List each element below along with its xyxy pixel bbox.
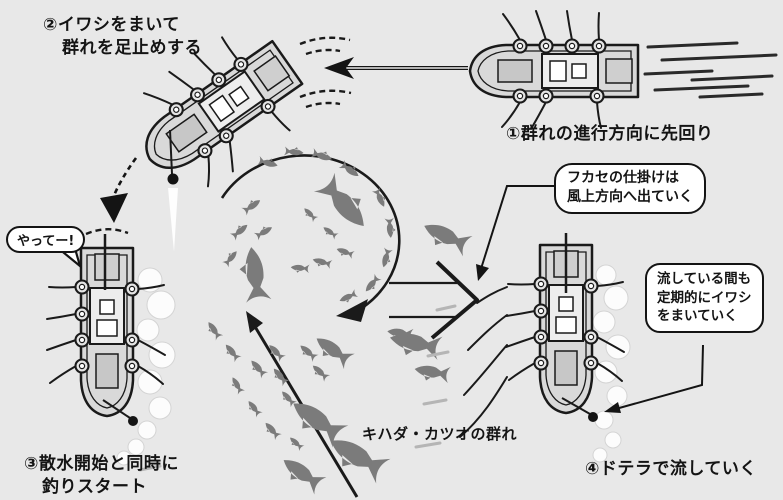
fish-icon [300, 345, 319, 362]
fish-icon [283, 146, 304, 156]
fish-icon [241, 200, 261, 216]
fish-school-layer [208, 146, 473, 495]
fish-icon [231, 377, 245, 395]
fish-icon [290, 264, 310, 274]
fish-icon [257, 155, 278, 167]
fish-icon [293, 403, 349, 448]
boat-ahead-of-school [468, 9, 640, 131]
drift-motion-dashes [85, 36, 352, 236]
water-spray-left-boat [116, 267, 176, 466]
fish-icon [282, 391, 297, 408]
fish-icon [313, 172, 364, 226]
callout-drift-line1: 流している間も [657, 271, 752, 287]
fish-icon [387, 328, 414, 341]
fish-icon [339, 289, 359, 303]
fish-icon [371, 187, 386, 207]
move-arrow-boat2-to-boat3 [100, 157, 138, 223]
fish-icon [424, 224, 473, 257]
fish-icon [312, 365, 331, 382]
fish-icon [222, 251, 237, 268]
step3-label-line2: 釣りスタート [42, 477, 147, 497]
fish-icon [338, 160, 359, 176]
callout-drift-line3: をまいていく [657, 308, 738, 325]
boat-drifting [504, 233, 626, 422]
fish-icon [248, 401, 263, 418]
callout-drift: 流している間も 定期的にイワシ をまいていく [645, 263, 764, 333]
callout-fukase-line2: 風上方向へ出ていく [567, 189, 693, 206]
fish-icon [336, 248, 355, 259]
fish-icon [382, 247, 393, 268]
fish-icon [384, 217, 396, 238]
fish-icon [312, 258, 333, 269]
wind-direction-arrow [389, 260, 479, 340]
step4-label: ④ドテラで流していく [585, 459, 757, 479]
fish-icon [310, 148, 332, 161]
callout-fukase: フカセの仕掛けは 風上方向へ出ていく [554, 163, 706, 214]
fish-icon [229, 224, 248, 241]
fish-icon [330, 440, 391, 484]
fish-icon [239, 247, 272, 303]
callout-drift-line2: 定期的にイワシ [657, 289, 752, 306]
water-spray-right-boat [592, 264, 631, 463]
fish-icon [323, 227, 339, 240]
fish-icon [290, 437, 305, 452]
fish-icon [225, 344, 242, 363]
boat-spray-fishing [45, 234, 167, 426]
step3-label-line1: ③散水開始と同時に [24, 454, 179, 474]
step2-label-line1: ②イワシをまいて [43, 15, 180, 35]
fish-icon [316, 338, 355, 370]
boat-speed-lines [643, 41, 778, 99]
fish-icon [304, 208, 319, 223]
fish-icon [273, 368, 290, 387]
fish-icon [251, 360, 269, 379]
fish-icon [265, 422, 282, 441]
speech-bubble: やってー! [6, 226, 86, 253]
step2-label-line2: 群れを足止めする [62, 38, 202, 58]
fish-icon [208, 322, 224, 341]
move-arrow-boat1-to-boat2 [324, 57, 468, 79]
callout-fukase-line1: フカセの仕掛けは [567, 170, 679, 186]
fukase-rig-lines [459, 286, 508, 438]
water-ripple-dashes [138, 304, 457, 472]
fish-icon [414, 365, 451, 384]
fish-icon [253, 226, 273, 241]
fish-icon [389, 333, 443, 361]
fish-icon [283, 460, 327, 495]
callout-leaders [476, 185, 704, 413]
school-label: キハダ・カツオの群れ [362, 425, 518, 443]
school-circle-arrow [220, 154, 401, 322]
step1-label: ①群れの進行方向に先回り [506, 124, 714, 144]
fish-icon [269, 345, 286, 363]
fish-icon [365, 273, 382, 292]
boat-chumming [113, 12, 322, 252]
